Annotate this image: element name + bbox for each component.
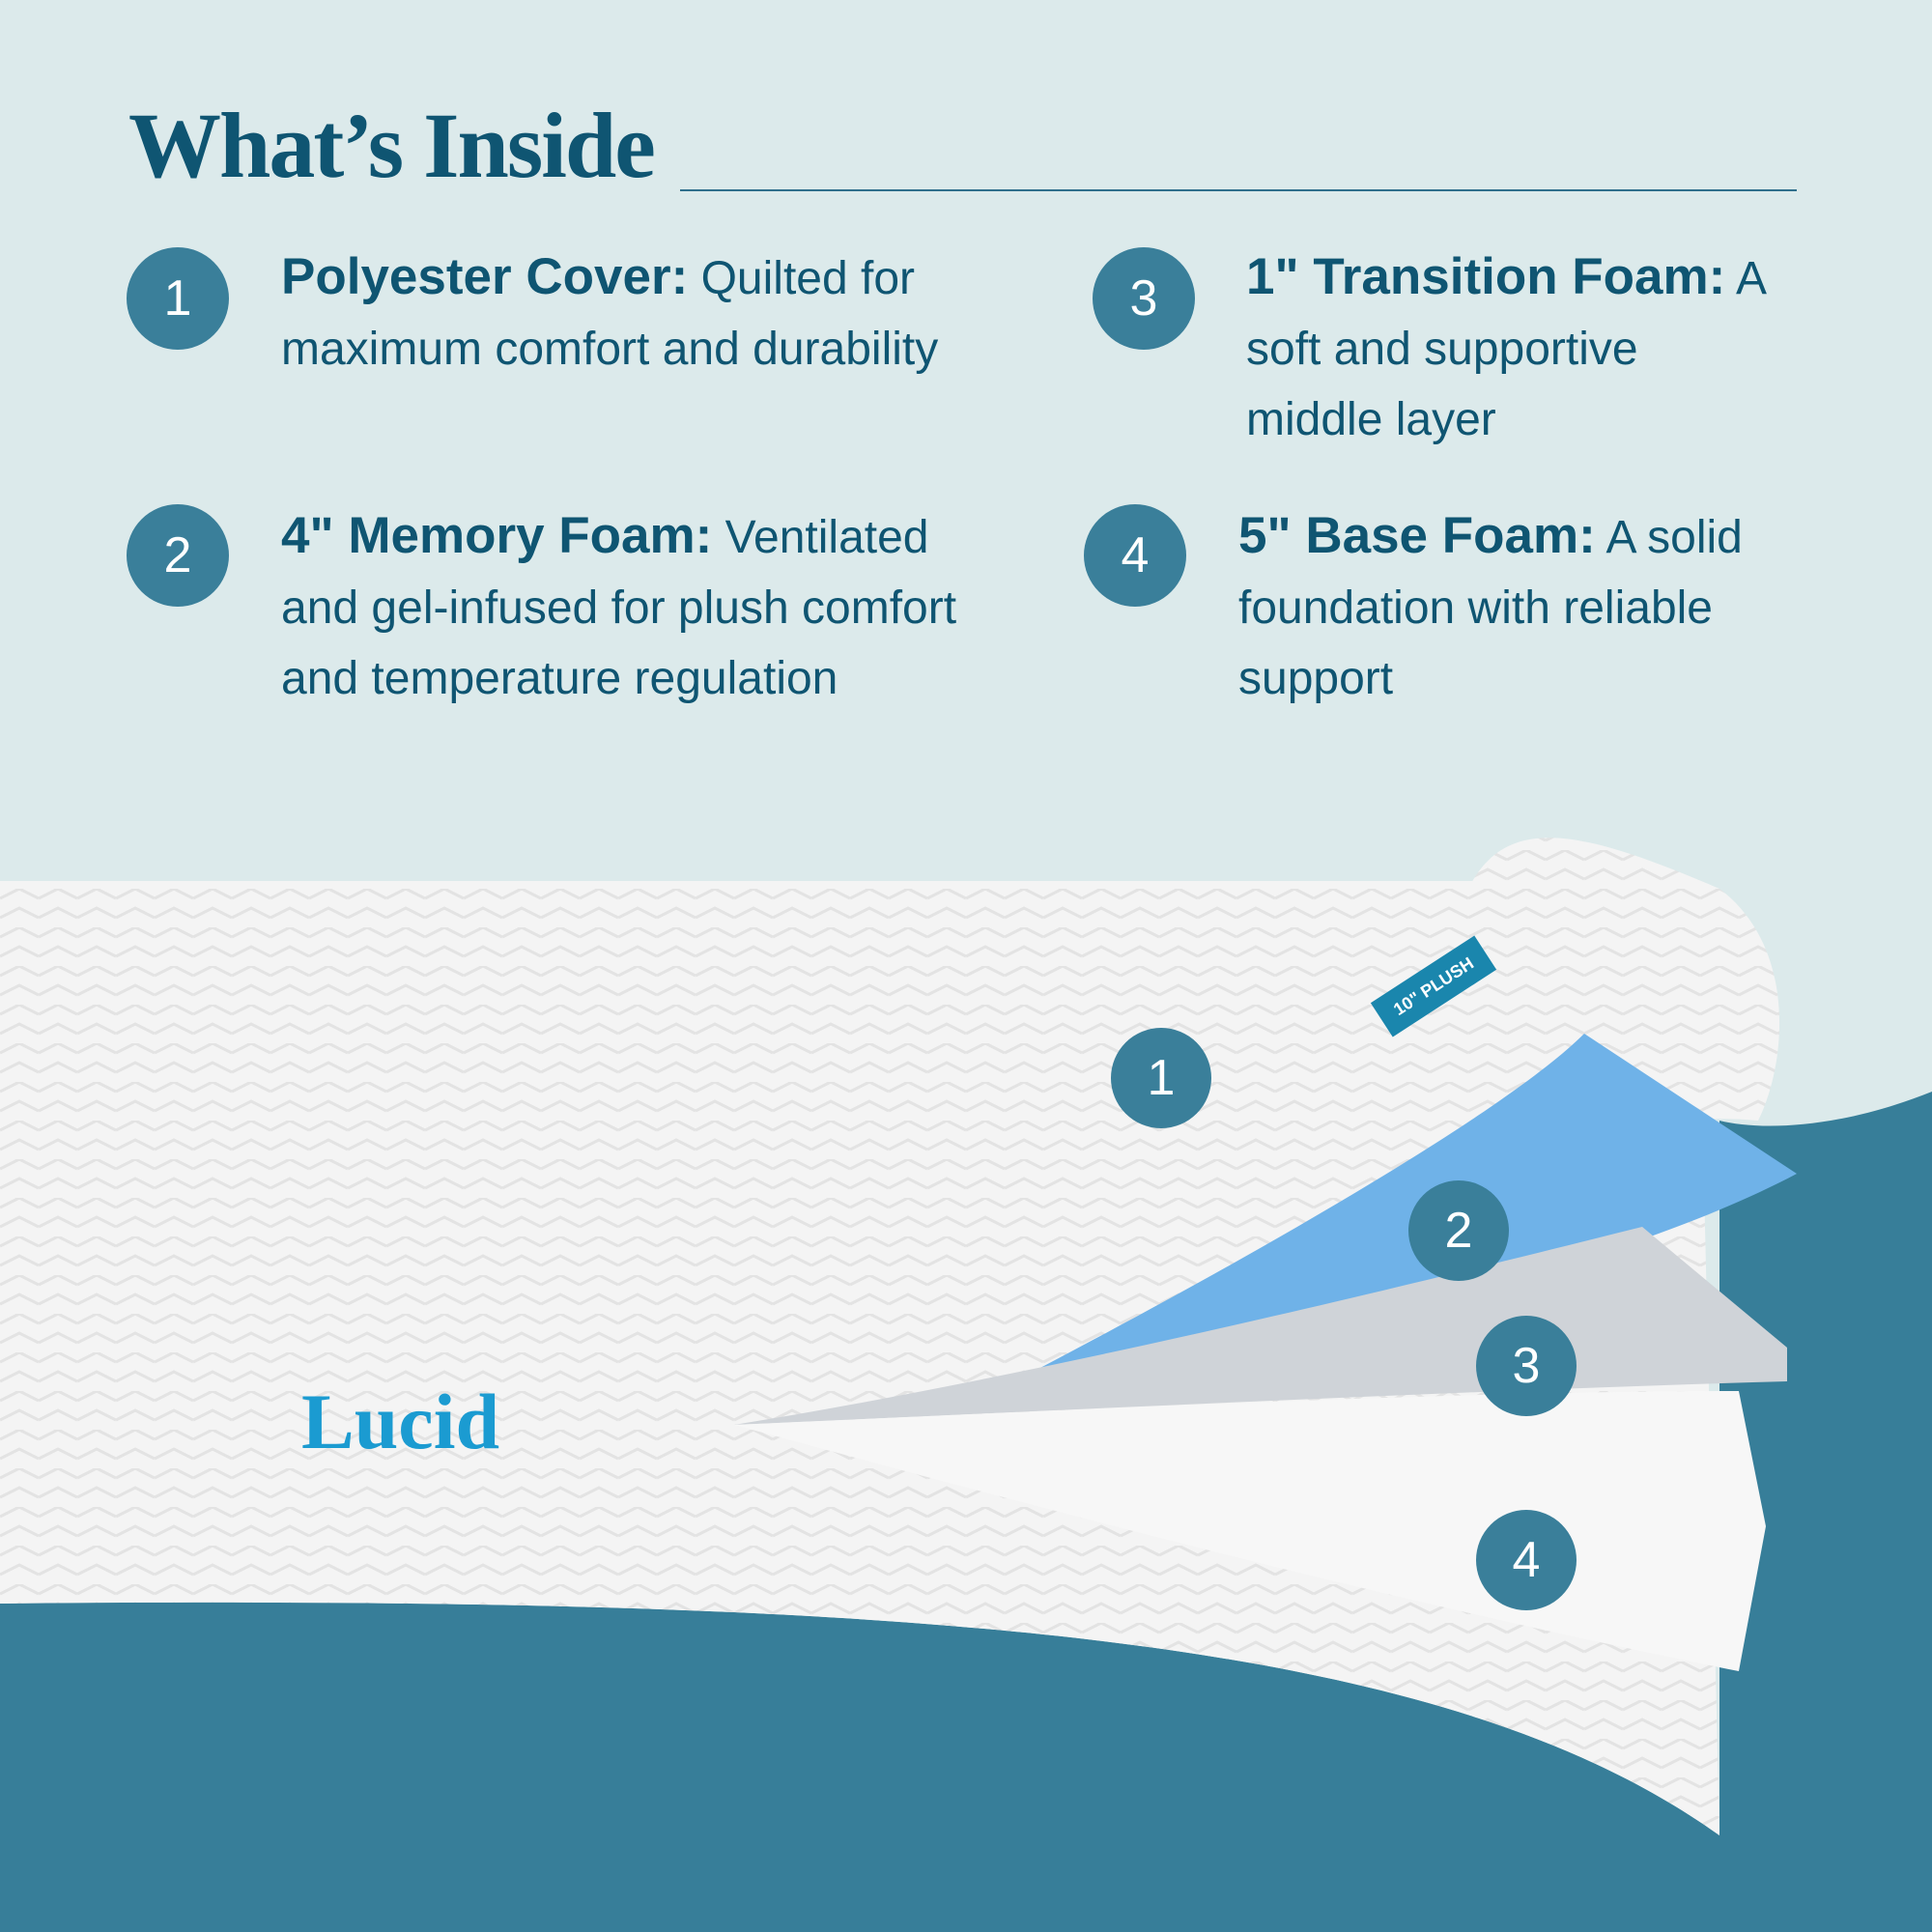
page-title: What’s Inside — [128, 94, 656, 197]
layer-marker-4: 4 — [1476, 1510, 1577, 1610]
cover-flap — [966, 838, 1780, 1372]
feature-description: A soft and supportive middle layer — [1246, 253, 1765, 445]
number-badge: 4 — [1084, 504, 1186, 607]
feature-heading: 5" Base Foam: — [1238, 507, 1596, 564]
feature-heading: 4" Memory Foam: — [281, 507, 713, 564]
number-badge: 1 — [127, 247, 229, 350]
feature-description: A solid foundation with reliable support — [1238, 512, 1743, 704]
number-badge: 3 — [1093, 247, 1195, 350]
layer-marker-1: 1 — [1111, 1028, 1211, 1128]
feature-description: Quilted for maximum comfort and durabili… — [281, 253, 939, 375]
title-rule — [680, 189, 1797, 191]
feature-heading: 1" Transition Foam: — [1246, 248, 1726, 305]
layer-marker-3: 3 — [1476, 1316, 1577, 1416]
feature-heading: Polyester Cover: — [281, 248, 689, 305]
bottom-band — [0, 1092, 1932, 1932]
layer-marker-2: 2 — [1408, 1180, 1509, 1281]
brand-logo: Lucid — [301, 1378, 500, 1465]
feature-description: Ventilated and gel-infused for plush com… — [281, 512, 957, 704]
number-badge: 2 — [127, 504, 229, 607]
memory-foam-layer — [1014, 1034, 1797, 1391]
